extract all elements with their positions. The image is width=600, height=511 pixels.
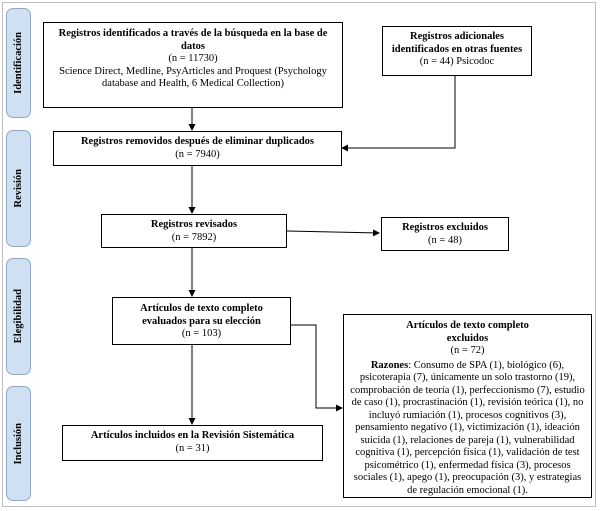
exclusion-reasons: Razones: Consumo de SPA (1), biológico (… — [350, 360, 585, 498]
additional-records-count: (n = 44) Psicodoc — [419, 56, 495, 67]
fulltext-excluded-count: (n = 72) — [450, 345, 485, 356]
additional-records-title: Registros adicionales identificados en o… — [391, 31, 523, 55]
phase-review: Revisión — [6, 130, 31, 247]
duplicates-removed-title: Registros removidos después de eliminar … — [80, 136, 315, 147]
arrow-reviewed-to-excluded — [286, 229, 380, 237]
exclusion-reasons-text: : Consumo de SPA (1), biológico (6), psi… — [350, 359, 585, 496]
records-excluded-title: Registros excluidos — [402, 222, 488, 233]
diagram-frame — [2, 2, 596, 507]
box-additional-records: Registros adicionales identificados en o… — [382, 26, 532, 76]
box-articles-included: Artículos incluidos en la Revisión Siste… — [62, 425, 323, 461]
arrow-additional-to-removed — [341, 76, 456, 152]
phase-eligibility: Elegibilidad — [6, 258, 31, 375]
records-excluded-count: (n = 48) — [428, 234, 462, 246]
box-fulltext-assessed: Artículos de texto completo evaluados pa… — [112, 297, 291, 345]
records-reviewed-count: (n = 7892) — [171, 231, 217, 243]
records-identified-sources: Science Direct, Medline, PsyArticles and… — [59, 65, 327, 90]
box-records-identified: Registros identificados a través de la b… — [43, 22, 343, 108]
box-fulltext-excluded: Artículos de texto completo excluidos (n… — [343, 314, 592, 498]
fulltext-assessed-title: Artículos de texto completo evaluados pa… — [140, 303, 263, 327]
box-duplicates-removed: Registros removidos después de eliminar … — [53, 131, 342, 166]
duplicates-removed-count: (n = 7940) — [175, 148, 220, 160]
box-records-excluded: Registros excluidos (n = 48) — [381, 217, 509, 251]
articles-included-title: Artículos incluidos en la Revisión Siste… — [90, 430, 295, 441]
phase-inclusion: Inclusión — [6, 386, 31, 501]
records-identified-count: (n = 11730) — [168, 53, 218, 64]
fulltext-assessed-count: (n = 103) — [181, 328, 222, 339]
fulltext-excluded-title: Artículos de texto completo excluidos — [406, 320, 529, 344]
articles-included-count: (n = 31) — [175, 442, 210, 454]
arrow-fulltext-to-excluded — [291, 324, 343, 412]
exclusion-reasons-label: Razones — [370, 359, 409, 371]
box-records-reviewed: Registros revisados (n = 7892) — [101, 214, 287, 248]
records-reviewed-title: Registros revisados — [150, 219, 238, 230]
records-identified-title: Registros identificados a través de la b… — [58, 28, 328, 52]
phase-identification: Identificación — [6, 8, 31, 118]
